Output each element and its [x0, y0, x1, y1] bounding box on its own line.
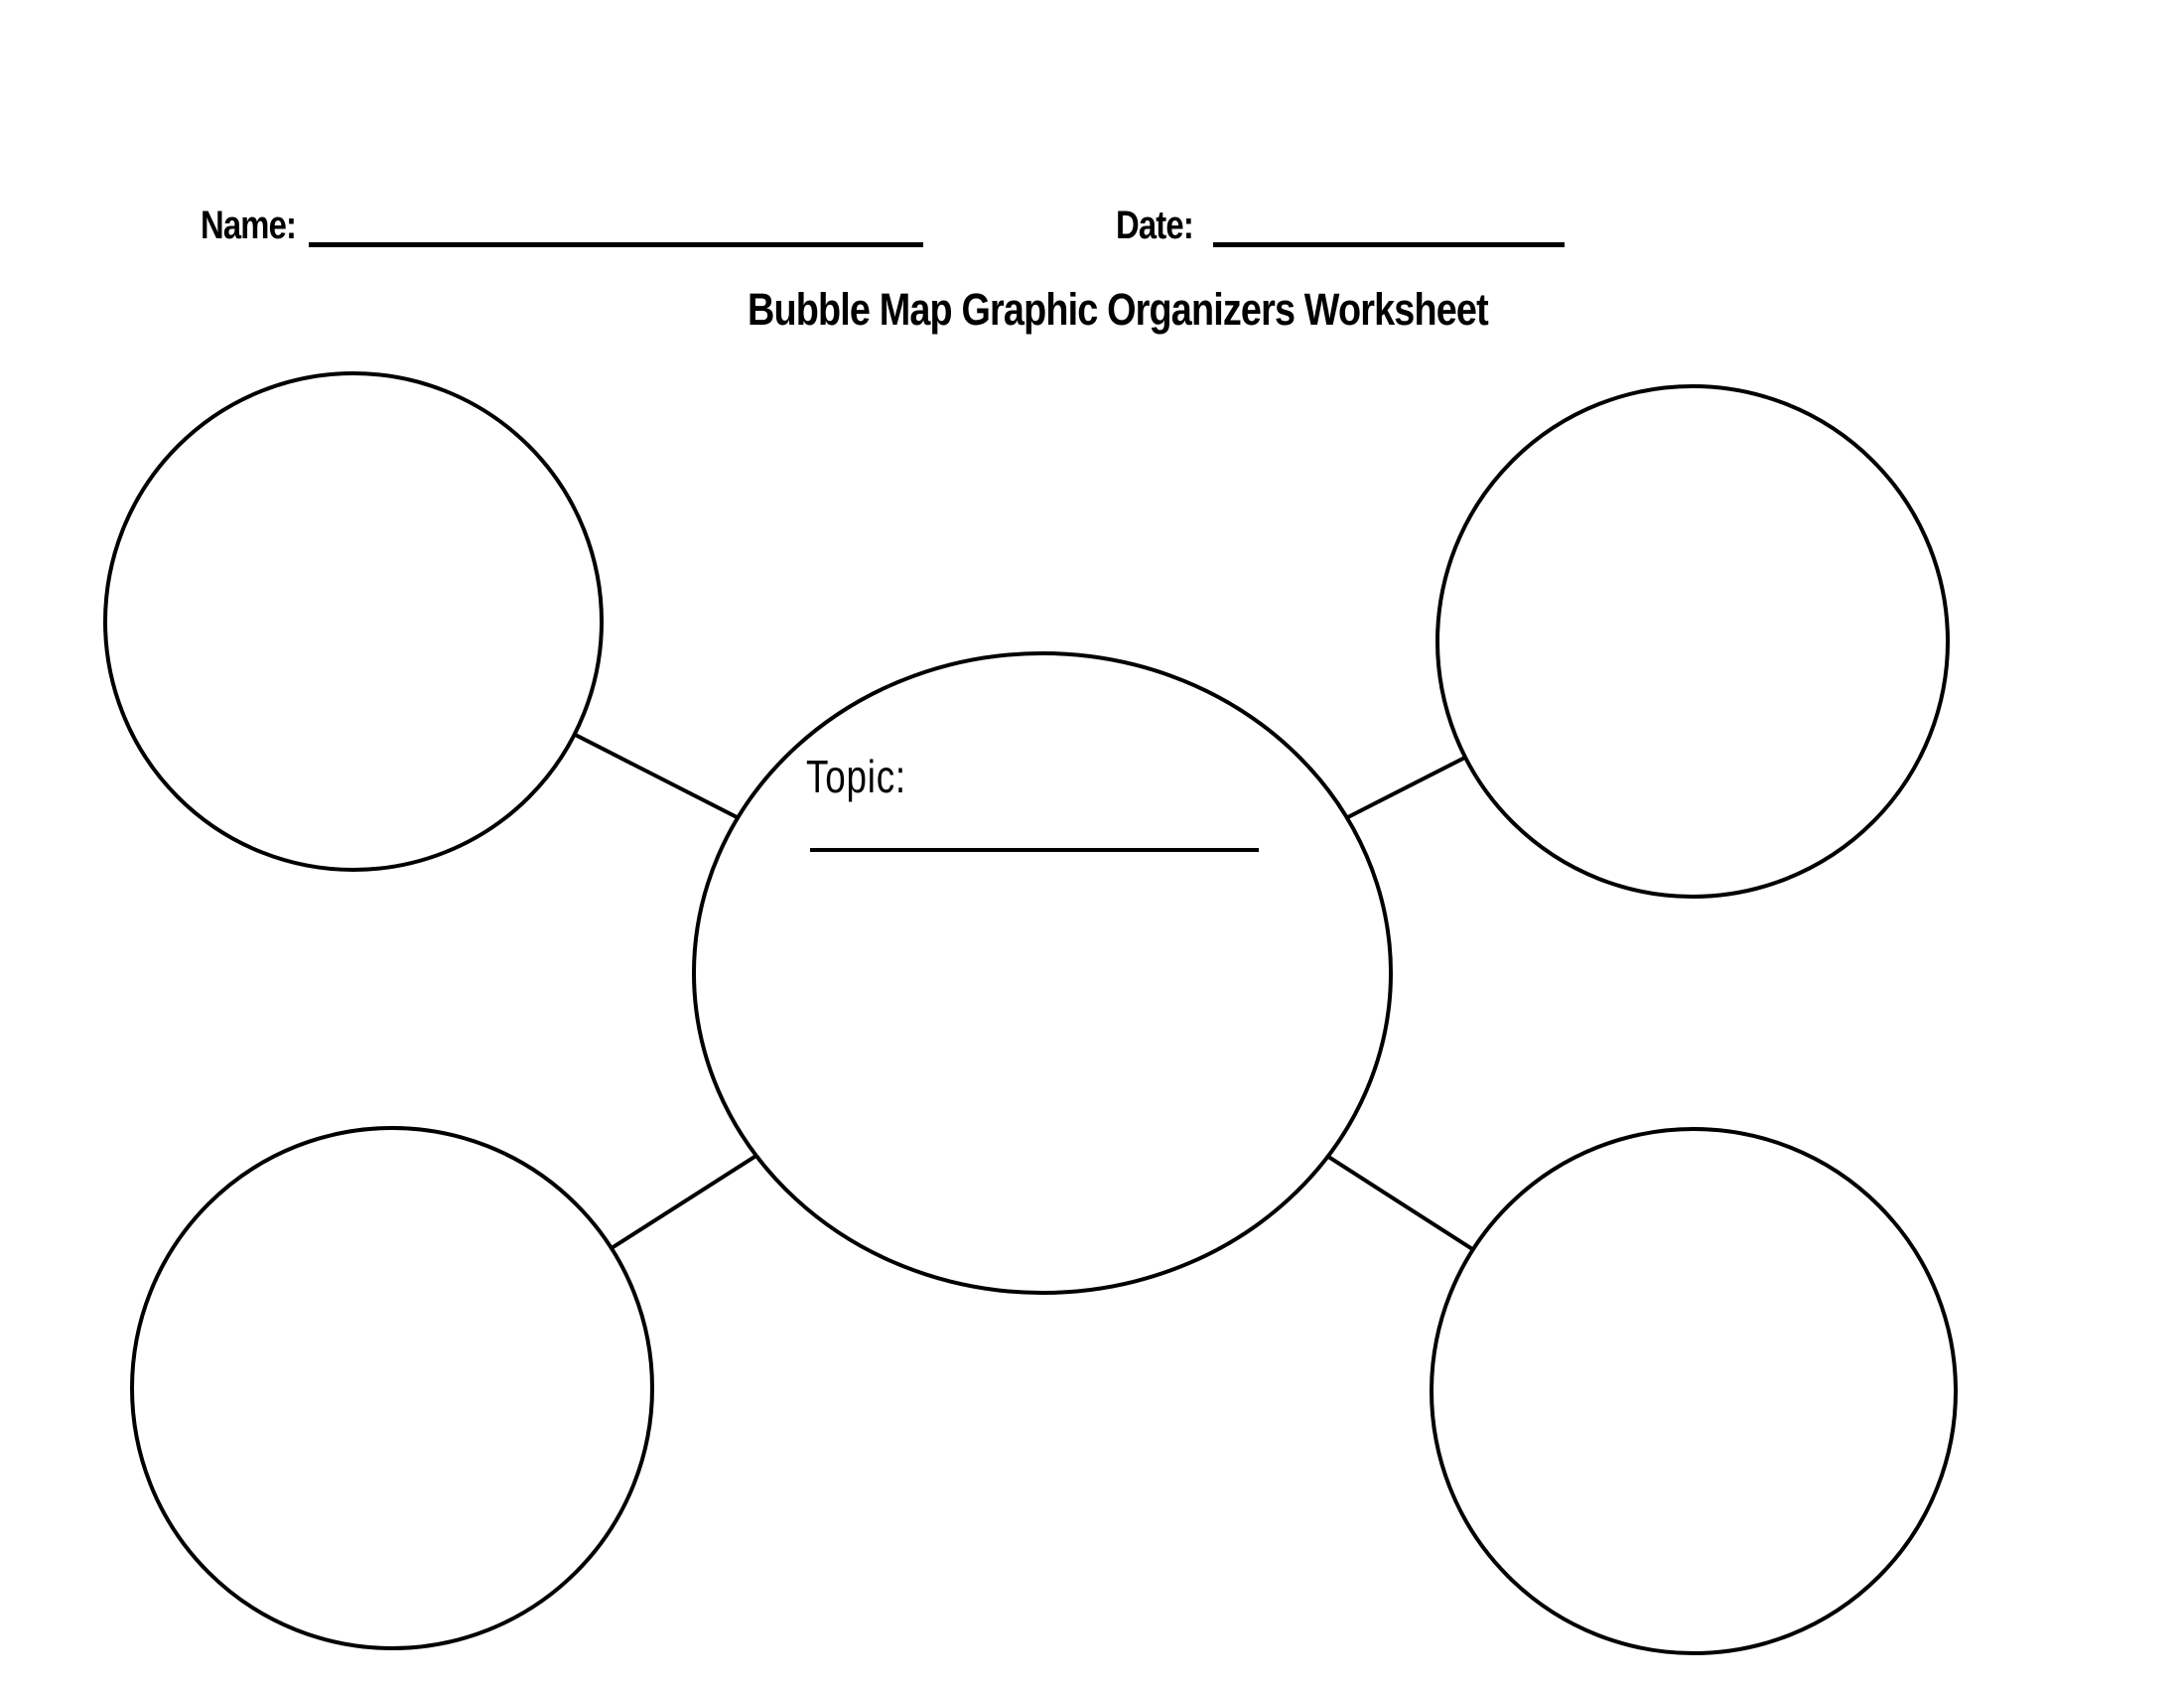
date-label: Date: [1116, 204, 1194, 247]
name-label: Name: [201, 204, 297, 247]
date-fill-line [1213, 242, 1565, 247]
worksheet-title: Bubble Map Graphic Organizers Worksheet [748, 284, 1489, 335]
bubble-center-topic [692, 651, 1393, 1295]
bubble-top-left [103, 371, 604, 872]
name-fill-line [309, 242, 923, 247]
bubble-bottom-right [1430, 1127, 1958, 1655]
bubble-bottom-left [130, 1126, 654, 1650]
topic-label: Topic: [806, 751, 906, 802]
bubble-top-right [1435, 384, 1950, 899]
topic-fill-line [810, 848, 1259, 852]
